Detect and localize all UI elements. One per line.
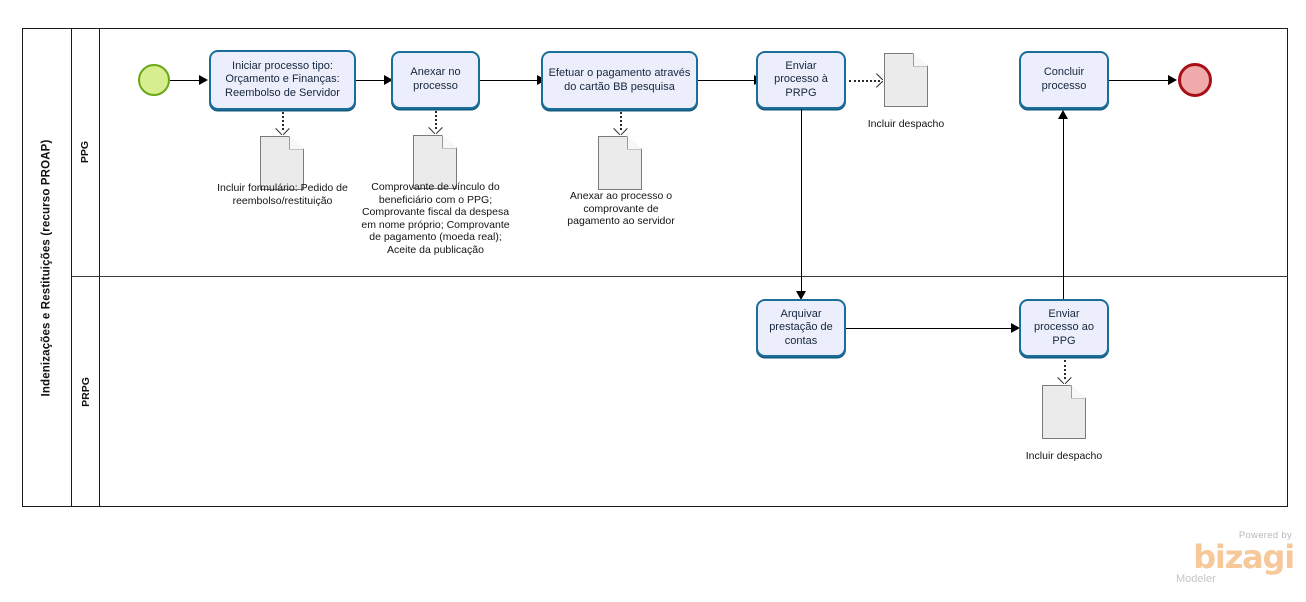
task-label: Iniciar processo tipo: Orçamento e Finan… [225,59,340,99]
task-concluir-processo[interactable]: Concluir processo [1019,51,1109,109]
bizagi-watermark: Powered by bizagi Modeler [1170,530,1295,588]
task-label: Arquivar prestação de contas [769,307,833,347]
document-icon [413,135,457,189]
data-object-incluir-despacho-ppg[interactable] [884,53,928,107]
lane-label-ppg: PPG [79,140,92,164]
data-object-label: Incluir despacho [867,118,945,130]
task-anexar-no-processo[interactable]: Anexar no processo [391,51,480,109]
flow-arrowhead-t1-t2 [384,75,393,85]
data-object-comprovantes[interactable] [413,135,457,189]
data-object-label: Incluir formulário: Pedido de reembolso/… [217,182,348,207]
flow-arrowhead-t4-t6 [796,291,806,300]
powered-by-label: Powered by [1238,530,1292,541]
task-label: Concluir processo [1041,66,1087,92]
association-t3-to-doc3 [620,112,622,130]
association-t1-to-doc1 [282,112,284,130]
flow-arrowhead-t6-t7 [1011,323,1020,333]
task-label: Anexar no processo [410,66,461,92]
lane-label-prpg: PRPG [79,376,92,407]
flow-arrowhead-t7-t5 [1058,110,1068,119]
task-arquivar-prestacao-contas[interactable]: Arquivar prestação de contas [756,299,846,357]
flow-arrowhead-start-t1 [199,75,208,85]
association-t7-to-doc5 [1064,360,1066,379]
data-object-anexar-comprovante[interactable] [598,136,642,190]
pool-title: Indenizações e Restituições (recurso PRO… [22,28,72,507]
flow-t5-to-end [1109,80,1171,81]
flow-t1-to-t2 [356,80,385,81]
data-object-label: Incluir despacho [1025,450,1103,462]
flow-start-to-t1 [170,80,200,81]
data-object-label: Comprovante de vínculo do beneficiário c… [361,181,510,256]
flow-arrowhead-t5-end [1168,75,1177,85]
association-t4-to-doc4 [849,80,880,82]
task-label: Enviar processo ao PPG [1034,307,1094,347]
bizagi-product-label: Modeler [1176,573,1216,585]
association-t2-to-doc2 [435,111,437,129]
data-object-incluir-formulario[interactable] [260,136,304,190]
lane-divider [72,276,1288,277]
lane-header-prpg[interactable]: PRPG [72,276,100,507]
bizagi-logo-text: bizagi [1193,538,1295,576]
flow-t4-to-t6 [801,109,802,293]
task-iniciar-processo[interactable]: Iniciar processo tipo: Orçamento e Finan… [209,50,356,110]
task-efetuar-pagamento[interactable]: Efetuar o pagamento através do cartão BB… [541,51,698,110]
flow-t2-to-t3 [480,80,538,81]
task-label: Enviar processo à PRPG [774,59,828,99]
start-event[interactable] [138,64,170,96]
data-object-label: Anexar ao processo o comprovante de paga… [567,190,675,228]
end-event[interactable] [1178,63,1212,97]
flow-t7-to-t5 [1063,118,1064,299]
task-label: Efetuar o pagamento através do cartão BB… [548,66,691,93]
task-enviar-processo-ppg[interactable]: Enviar processo ao PPG [1019,299,1109,357]
data-object-incluir-despacho-prpg[interactable] [1042,385,1086,439]
lane-header-ppg[interactable]: PPG [72,28,100,276]
pool-title-label: Indenizações e Restituições (recurso PRO… [40,139,53,396]
flow-t3-to-t4 [698,80,755,81]
flow-t6-to-t7 [846,328,1013,329]
task-enviar-processo-prpg[interactable]: Enviar processo à PRPG [756,51,846,109]
